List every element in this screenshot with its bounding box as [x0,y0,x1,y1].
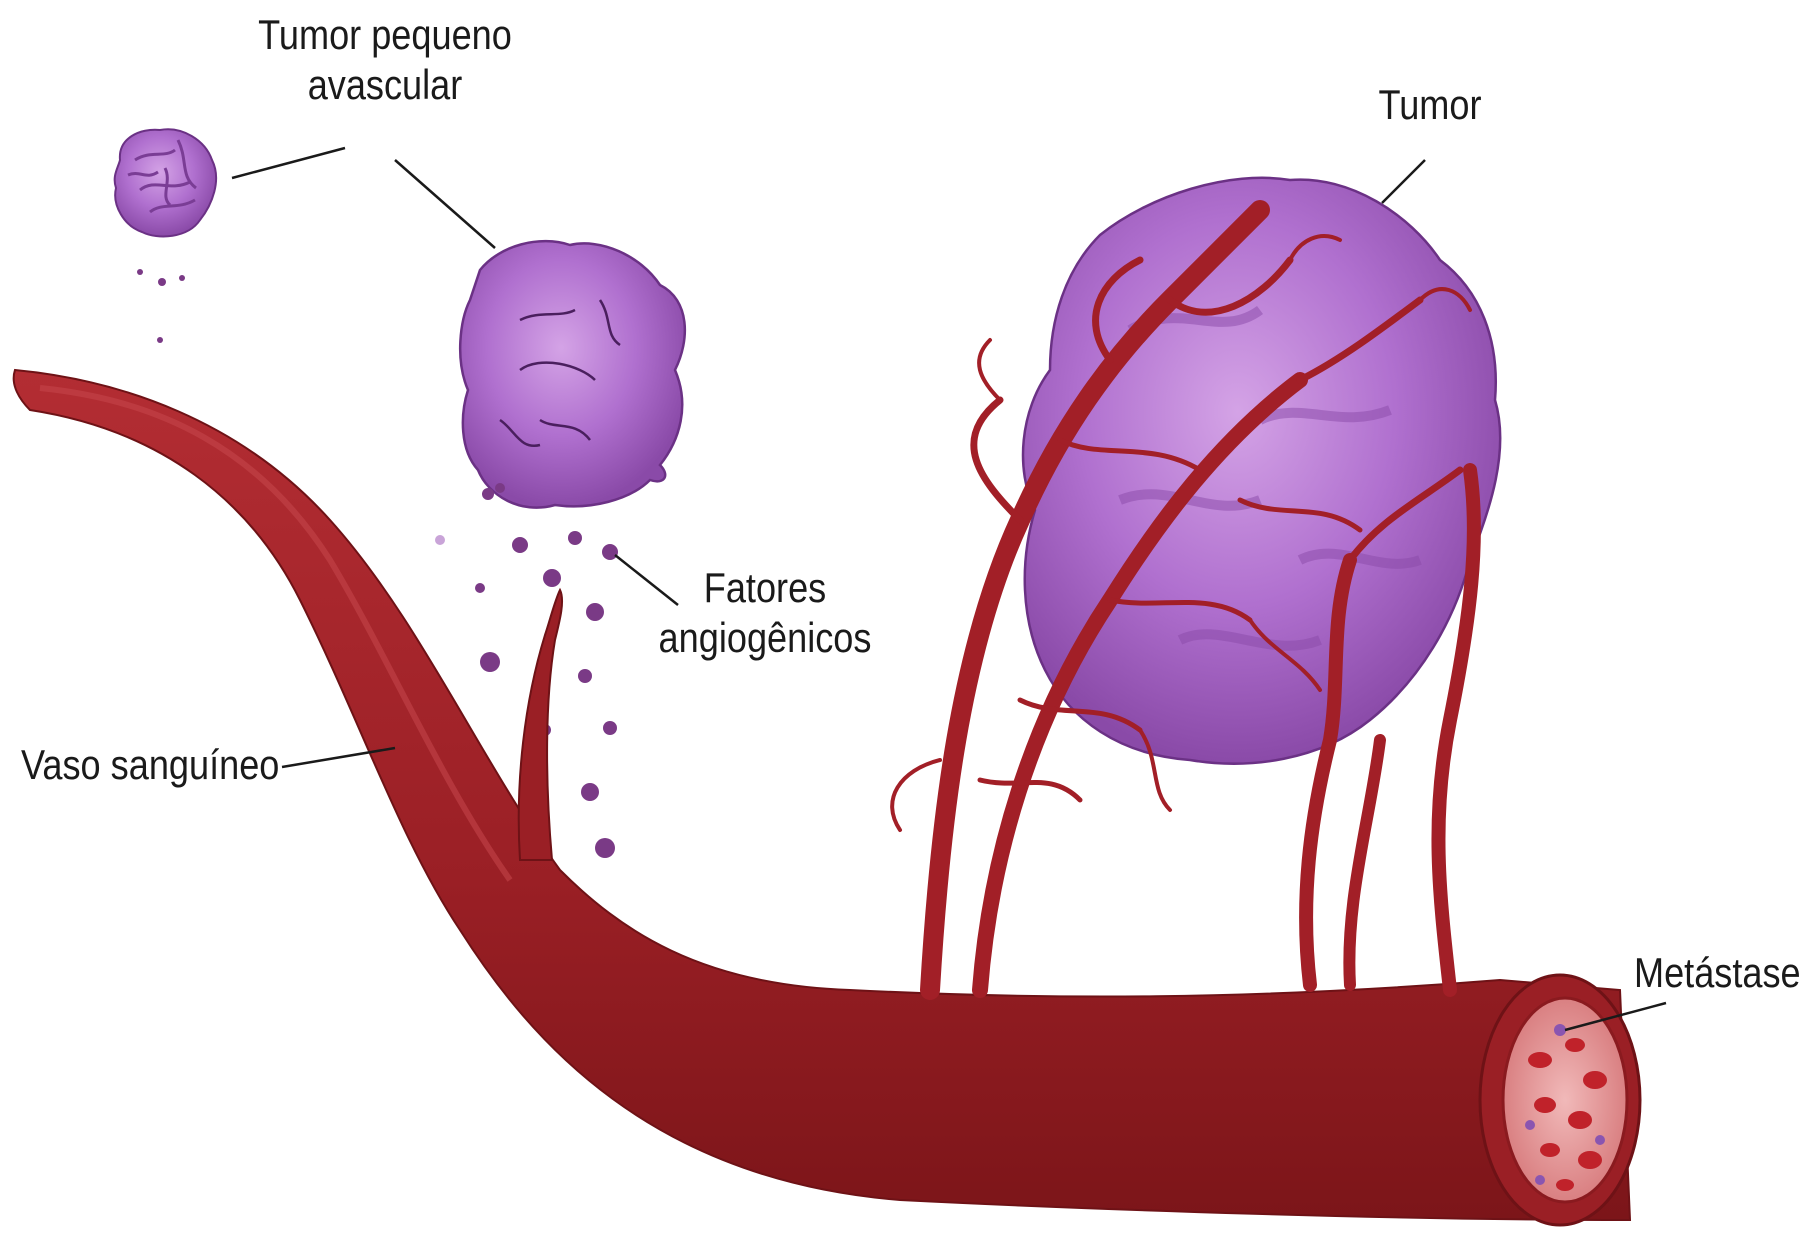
label-small-tumor-line1: Tumor pequeno [217,10,552,60]
label-blood-vessel: Vaso sanguíneo [21,740,279,790]
label-metastasis: Metástase [1634,948,1806,998]
vessel-sprout [519,590,562,860]
vessel-cross-section [1480,975,1640,1225]
label-vessel-text: Vaso sanguíneo [21,740,279,790]
label-angiogenic-factors: Fatores angiogênicos [658,563,873,663]
label-metastasis-text: Metástase [1634,948,1806,998]
small-tumor-factor-dots [137,269,185,343]
small-avascular-tumor [115,129,216,236]
medium-tumor [460,241,685,507]
label-tumor: Tumor [1370,80,1490,130]
large-tumor [1023,178,1500,764]
label-factors-line2: angiogênicos [658,613,873,663]
label-small-tumor-line2: avascular [217,60,552,110]
label-factors-line1: Fatores [658,563,873,613]
label-small-avascular-tumor: Tumor pequeno avascular [217,10,552,110]
label-tumor-text: Tumor [1370,80,1490,130]
